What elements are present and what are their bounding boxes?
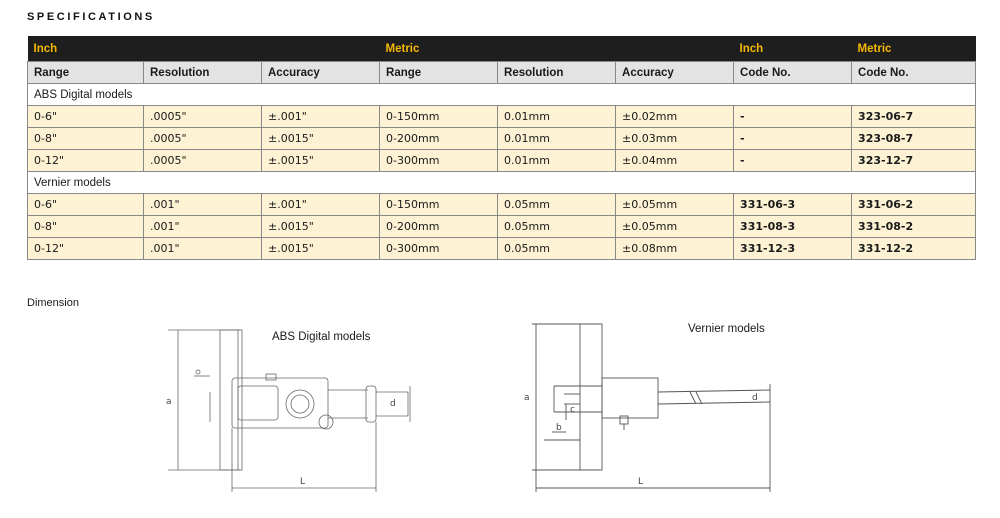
column-header-row: Range Resolution Accuracy Range Resoluti… (27, 61, 977, 84)
section-title: ABS Digital models (26, 83, 977, 106)
group-code-metric: Metric (851, 36, 976, 62)
cell: 0-6" (27, 193, 144, 216)
digital-caption: ABS Digital models (272, 331, 371, 343)
cell: 323-06-7 (851, 105, 977, 128)
cell: .001" (143, 237, 262, 260)
col-header: Range (379, 61, 499, 84)
group-code-inch: Inch (733, 36, 852, 62)
cell: ±.0015" (260, 127, 381, 150)
section-row: Vernier models (26, 171, 977, 194)
col-header: Accuracy (260, 61, 381, 84)
cell: 0-8" (27, 127, 144, 150)
table-row: 0-12" .001" ±.0015" 0-300mm 0.05mm ±0.08… (27, 237, 977, 260)
section-title: Vernier models (26, 171, 977, 194)
col-header: Accuracy (615, 61, 735, 84)
cell: .001" (143, 215, 262, 238)
cell: 0-200mm (379, 215, 499, 238)
col-header: Range (27, 61, 144, 84)
cell: 331-08-2 (851, 215, 977, 238)
table-row: 0-6" .0005" ±.001" 0-150mm 0.01mm ±0.02m… (27, 105, 977, 128)
vernier-caliper-drawing: a c b d L (524, 323, 771, 492)
cell: 331-08-3 (733, 215, 853, 238)
cell: 0-150mm (379, 105, 499, 128)
cell: ±.001" (260, 193, 381, 216)
cell: 0.05mm (497, 237, 617, 260)
cell: 331-06-2 (851, 193, 977, 216)
cell: ±.0015" (260, 149, 381, 172)
cell: 0.05mm (497, 193, 617, 216)
mark-l: L (300, 477, 305, 487)
group-inch: Inch (27, 36, 380, 62)
cell: 323-08-7 (851, 127, 977, 150)
group-metric: Metric (379, 36, 734, 62)
cell: 331-12-3 (733, 237, 853, 260)
cell: 0-12" (27, 237, 144, 260)
cell: 0-12" (27, 149, 144, 172)
page-heading: SPECIFICATIONS (27, 11, 155, 23)
cell: ±.0015" (260, 215, 381, 238)
cell: 0-300mm (379, 237, 499, 260)
cell: - (733, 105, 853, 128)
mark-a: a (524, 393, 530, 403)
mark-a: a (166, 397, 172, 407)
cell: 0-150mm (379, 193, 499, 216)
mark-l: L (638, 477, 643, 487)
cell: ±.001" (260, 105, 381, 128)
table-row: 0-6" .001" ±.001" 0-150mm 0.05mm ±0.05mm… (27, 193, 977, 216)
cell: 331-12-2 (851, 237, 977, 260)
cell: 0.05mm (497, 215, 617, 238)
cell: 0-200mm (379, 127, 499, 150)
cell: 0.01mm (497, 105, 617, 128)
col-header: Resolution (143, 61, 262, 84)
mark-d: d (752, 393, 758, 403)
mark-b: b (556, 423, 562, 433)
cell: 0-6" (27, 105, 144, 128)
section-row: ABS Digital models (26, 83, 977, 106)
cell: .001" (143, 193, 262, 216)
cell: ±0.02mm (615, 105, 735, 128)
cell: 0-8" (27, 215, 144, 238)
cell: - (733, 149, 853, 172)
cell: 0.01mm (497, 127, 617, 150)
cell: ±0.05mm (615, 215, 735, 238)
cell: .0005" (143, 127, 262, 150)
cell: ±.0015" (260, 237, 381, 260)
group-header-row: Inch Metric Inch Metric (27, 36, 976, 62)
table-row: 0-12" .0005" ±.0015" 0-300mm 0.01mm ±0.0… (27, 149, 977, 172)
cell: 323-12-7 (851, 149, 977, 172)
col-header: Code No. (733, 61, 853, 84)
table-row: 0-8" .001" ±.0015" 0-200mm 0.05mm ±0.05m… (27, 215, 977, 238)
cell: ±0.04mm (615, 149, 735, 172)
spec-table: Inch Metric Inch Metric Range Resolution… (26, 36, 977, 260)
cell: 0.01mm (497, 149, 617, 172)
cell: 0-300mm (379, 149, 499, 172)
cell: 331-06-3 (733, 193, 853, 216)
cell: .0005" (143, 105, 262, 128)
vernier-caption: Vernier models (688, 323, 765, 335)
cell: ±0.05mm (615, 193, 735, 216)
col-header: Resolution (497, 61, 617, 84)
cell: ±0.08mm (615, 237, 735, 260)
dimension-label: Dimension (27, 297, 79, 309)
cell: - (733, 127, 853, 150)
mark-c: c (570, 405, 575, 415)
cell: .0005" (143, 149, 262, 172)
digital-caliper-drawing: a d L (166, 329, 411, 492)
cell: ±0.03mm (615, 127, 735, 150)
mark-d: d (390, 399, 396, 409)
table-row: 0-8" .0005" ±.0015" 0-200mm 0.01mm ±0.03… (27, 127, 977, 150)
col-header: Code No. (851, 61, 977, 84)
